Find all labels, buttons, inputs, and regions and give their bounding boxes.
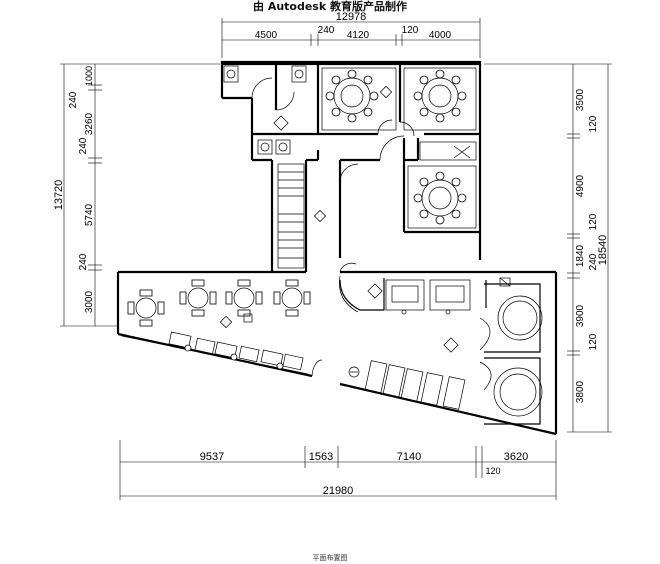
top-dim-2: 240 — [318, 25, 335, 36]
right-dim-9: 3800 — [575, 380, 586, 403]
top-total-label: 12978 — [336, 11, 367, 23]
private-room-1 — [321, 67, 397, 131]
bottom-dimension-chain: 9537 1563 7140 3620 120 21980 — [119, 440, 557, 500]
left-dim-6: 240 — [78, 253, 89, 270]
restroom-area — [223, 65, 307, 155]
left-dimension-chain: 13720 1000 240 3260 240 5740 240 3000 — [53, 63, 220, 327]
right-dim-6: 240 — [588, 253, 599, 270]
booth-pair-1 — [385, 279, 425, 311]
staircase — [277, 163, 305, 269]
table-set-4 — [273, 279, 311, 317]
right-dim-5: 1840 — [575, 244, 586, 267]
left-dim-7: 3000 — [84, 290, 95, 313]
left-dim-1: 1000 — [84, 66, 94, 86]
bottom-dim-3: 7140 — [397, 451, 421, 463]
right-dim-3: 4900 — [575, 174, 586, 197]
right-dim-1: 3500 — [575, 88, 586, 111]
left-dim-5: 5740 — [84, 203, 95, 226]
bottom-dim-2: 1563 — [309, 451, 333, 463]
bottom-dim-small: 120 — [485, 466, 500, 476]
dining-hall-left — [127, 209, 327, 329]
private-room-3 — [339, 135, 477, 229]
top-dim-1: 4500 — [255, 30, 278, 41]
right-dim-2: 120 — [588, 115, 599, 132]
booth-pair-2 — [429, 279, 471, 311]
table-set-3 — [225, 279, 263, 317]
left-dim-4: 240 — [78, 137, 89, 154]
bottom-dim-1: 9537 — [200, 451, 224, 463]
top-dim-4: 120 — [402, 25, 419, 36]
left-dim-3: 3260 — [84, 112, 95, 135]
right-total-label: 18540 — [597, 235, 609, 266]
right-dim-4: 120 — [588, 213, 599, 230]
bottom-dim-4: 3620 — [504, 451, 528, 463]
left-dim-2: 240 — [68, 91, 79, 108]
round-booths-right — [479, 277, 543, 425]
table-set-2 — [179, 279, 217, 317]
drawing-caption: 平面布置图 — [312, 554, 348, 562]
top-dim-3: 4120 — [347, 30, 370, 41]
private-room-2 — [377, 67, 477, 137]
dining-hall-right — [367, 279, 471, 353]
right-dim-8: 120 — [588, 333, 599, 350]
table-set-1 — [127, 289, 165, 327]
top-dimension-chain: 12978 4500 240 4120 120 4000 — [221, 11, 481, 58]
autodesk-watermark: 由 Autodesk 教育版产品制作 — [252, 0, 407, 13]
right-dimension-chain: 18540 3500 120 4900 120 1840 240 3900 12… — [484, 63, 612, 433]
top-dim-5: 4000 — [429, 30, 452, 41]
right-dim-7: 3900 — [575, 304, 586, 327]
upper-walls — [220, 60, 482, 272]
booth-seating-left — [121, 331, 323, 377]
booth-seating-right — [348, 360, 466, 410]
bottom-total-label: 21980 — [323, 485, 354, 497]
entrance — [339, 262, 359, 313]
left-total-label: 13720 — [53, 180, 65, 211]
